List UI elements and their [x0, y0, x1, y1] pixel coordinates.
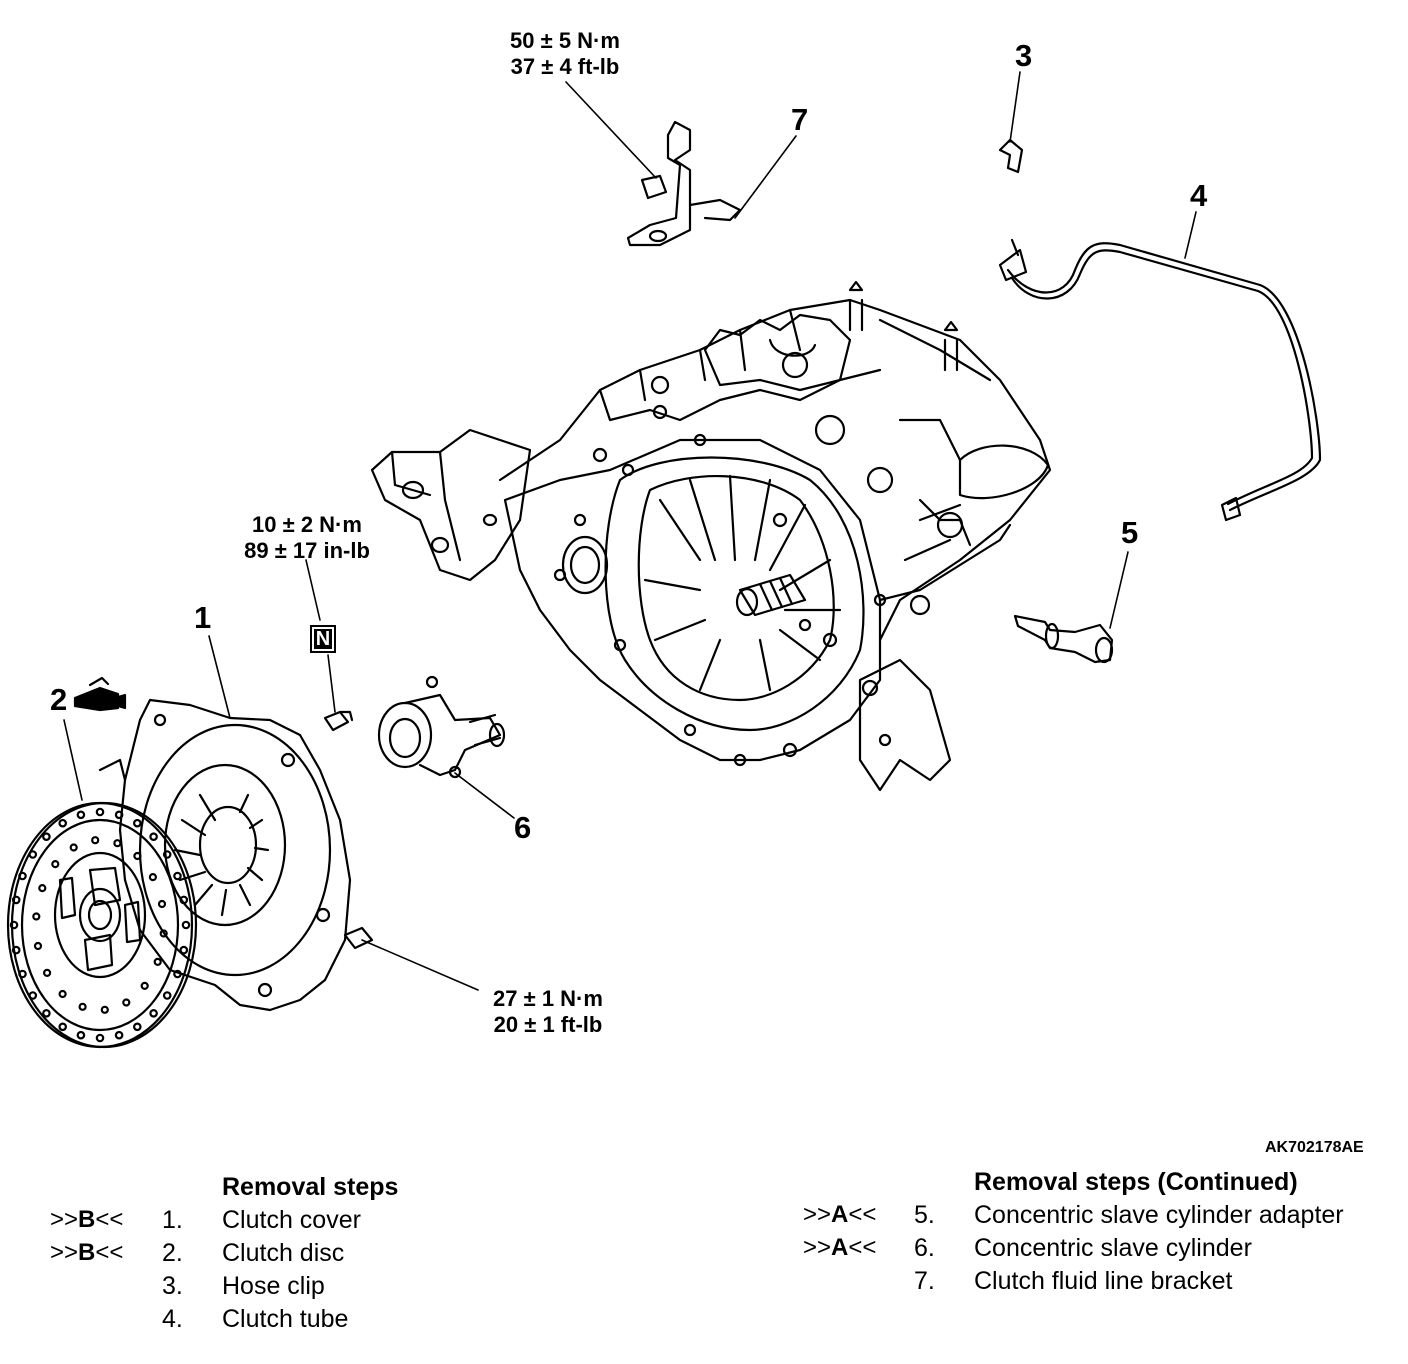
step-label: Hose clip [222, 1272, 325, 1300]
removal-steps-title: Removal steps [222, 1173, 399, 1201]
rivet-hole [179, 945, 189, 955]
rivet-hole [38, 883, 47, 893]
slave-cylinder-adapter [1013, 614, 1114, 664]
step-number: 1. [162, 1206, 183, 1234]
callout-5: 5 [1121, 515, 1139, 550]
clutch-tube [998, 238, 1322, 522]
rivet-hole [9, 920, 19, 930]
rivet-hole [18, 969, 27, 979]
rivet-hole [100, 1005, 109, 1014]
step-label: Clutch fluid line bracket [974, 1267, 1233, 1295]
rivet-hole [33, 941, 43, 951]
callout-1: 1 [194, 600, 212, 635]
step-number: 7. [914, 1267, 935, 1295]
leader-lines [63, 71, 1197, 991]
step-label: Clutch tube [222, 1305, 349, 1333]
rivet-hole [148, 872, 157, 882]
rivet-hole [42, 832, 51, 842]
rivet-hole [76, 1030, 86, 1040]
grease-icon [73, 676, 127, 712]
rivet-hole [95, 807, 105, 817]
hose-clip [998, 138, 1024, 174]
rivet-hole [153, 957, 162, 967]
bolts [323, 174, 668, 950]
rivet-hole [58, 818, 68, 828]
torque-imperial: 20 ± 1 ft-lb [493, 1012, 603, 1037]
torque-spec-cover-bolt: 27 ± 1 N·m 20 ± 1 ft-lb [468, 986, 628, 1038]
step-label: Concentric slave cylinder [974, 1234, 1252, 1262]
callout-2: 2 [50, 682, 68, 717]
rivet-hole [149, 832, 158, 842]
rivet-hole [113, 839, 122, 848]
rivet-hole [11, 895, 21, 905]
rivet-hole [114, 1030, 124, 1040]
clutch-cover [98, 698, 352, 1012]
step-reference: >>B<< [50, 1239, 124, 1266]
step-number: 4. [162, 1305, 183, 1333]
rivet-hole [11, 945, 21, 955]
rivet-hole [51, 859, 60, 869]
rivet-hole [76, 810, 86, 820]
removal-steps-continued-title: Removal steps (Continued) [974, 1168, 1298, 1196]
rivet-hole [91, 836, 100, 845]
rivet-hole [149, 1008, 158, 1018]
step-number: 5. [914, 1201, 935, 1229]
step-number: 6. [914, 1234, 935, 1262]
torque-metric: 50 ± 5 N·m [510, 28, 620, 53]
rivet-hole [28, 991, 38, 1000]
step-number: 2. [162, 1239, 183, 1267]
clutch-disc [6, 801, 198, 1049]
rivet-hole [159, 929, 168, 938]
rivet-hole [173, 871, 182, 881]
figure-code: AK702178AE [1265, 1139, 1364, 1156]
concentric-slave-cylinder [377, 675, 506, 779]
rivet-hole [69, 843, 78, 852]
rivet-hole [42, 1008, 51, 1018]
callout-4: 4 [1190, 178, 1208, 213]
rivet-hole [181, 920, 191, 930]
step-number: 3. [162, 1272, 183, 1300]
torque-spec-bracket-bolt: 50 ± 5 N·m 37 ± 4 ft-lb [480, 28, 650, 80]
torque-metric: 10 ± 2 N·m [252, 512, 362, 537]
callout-6: 6 [514, 810, 532, 845]
rivet-hole [58, 989, 67, 999]
rivet-hole [122, 998, 131, 1007]
rivet-hole [32, 912, 41, 921]
step-reference: >>A<< [803, 1234, 877, 1261]
rivet-hole [95, 1033, 105, 1043]
step-label: Concentric slave cylinder adapter [974, 1201, 1344, 1229]
rivet-hole [18, 871, 27, 881]
rivet-hole [28, 850, 38, 859]
torque-spec-slave-cylinder-bolt: 10 ± 2 N·m 89 ± 17 in-lb [222, 512, 392, 564]
non-reusable-part-symbol: N [310, 625, 336, 653]
rivet-hole [140, 981, 149, 991]
step-label: Clutch cover [222, 1206, 361, 1234]
step-label: Clutch disc [222, 1239, 345, 1267]
transaxle-housing [370, 280, 1052, 792]
torque-imperial: 89 ± 17 in-lb [244, 538, 370, 563]
callout-7: 7 [791, 102, 809, 137]
rivet-hole [78, 1002, 87, 1011]
fluid-line-bracket [626, 120, 742, 247]
step-reference: >>A<< [803, 1201, 877, 1228]
clutch-disc-rivets [9, 807, 191, 1043]
rivet-hole [162, 991, 172, 1000]
rivet-hole [58, 1022, 68, 1032]
rivet-hole [157, 899, 167, 909]
rivet-hole [133, 1022, 142, 1032]
callout-3: 3 [1015, 38, 1033, 73]
rivet-hole [42, 968, 52, 978]
rivet-hole [162, 850, 172, 859]
torque-imperial: 37 ± 4 ft-lb [510, 54, 620, 79]
rivet-hole [133, 818, 142, 828]
step-reference: >>B<< [50, 1206, 124, 1233]
torque-metric: 27 ± 1 N·m [493, 986, 603, 1011]
